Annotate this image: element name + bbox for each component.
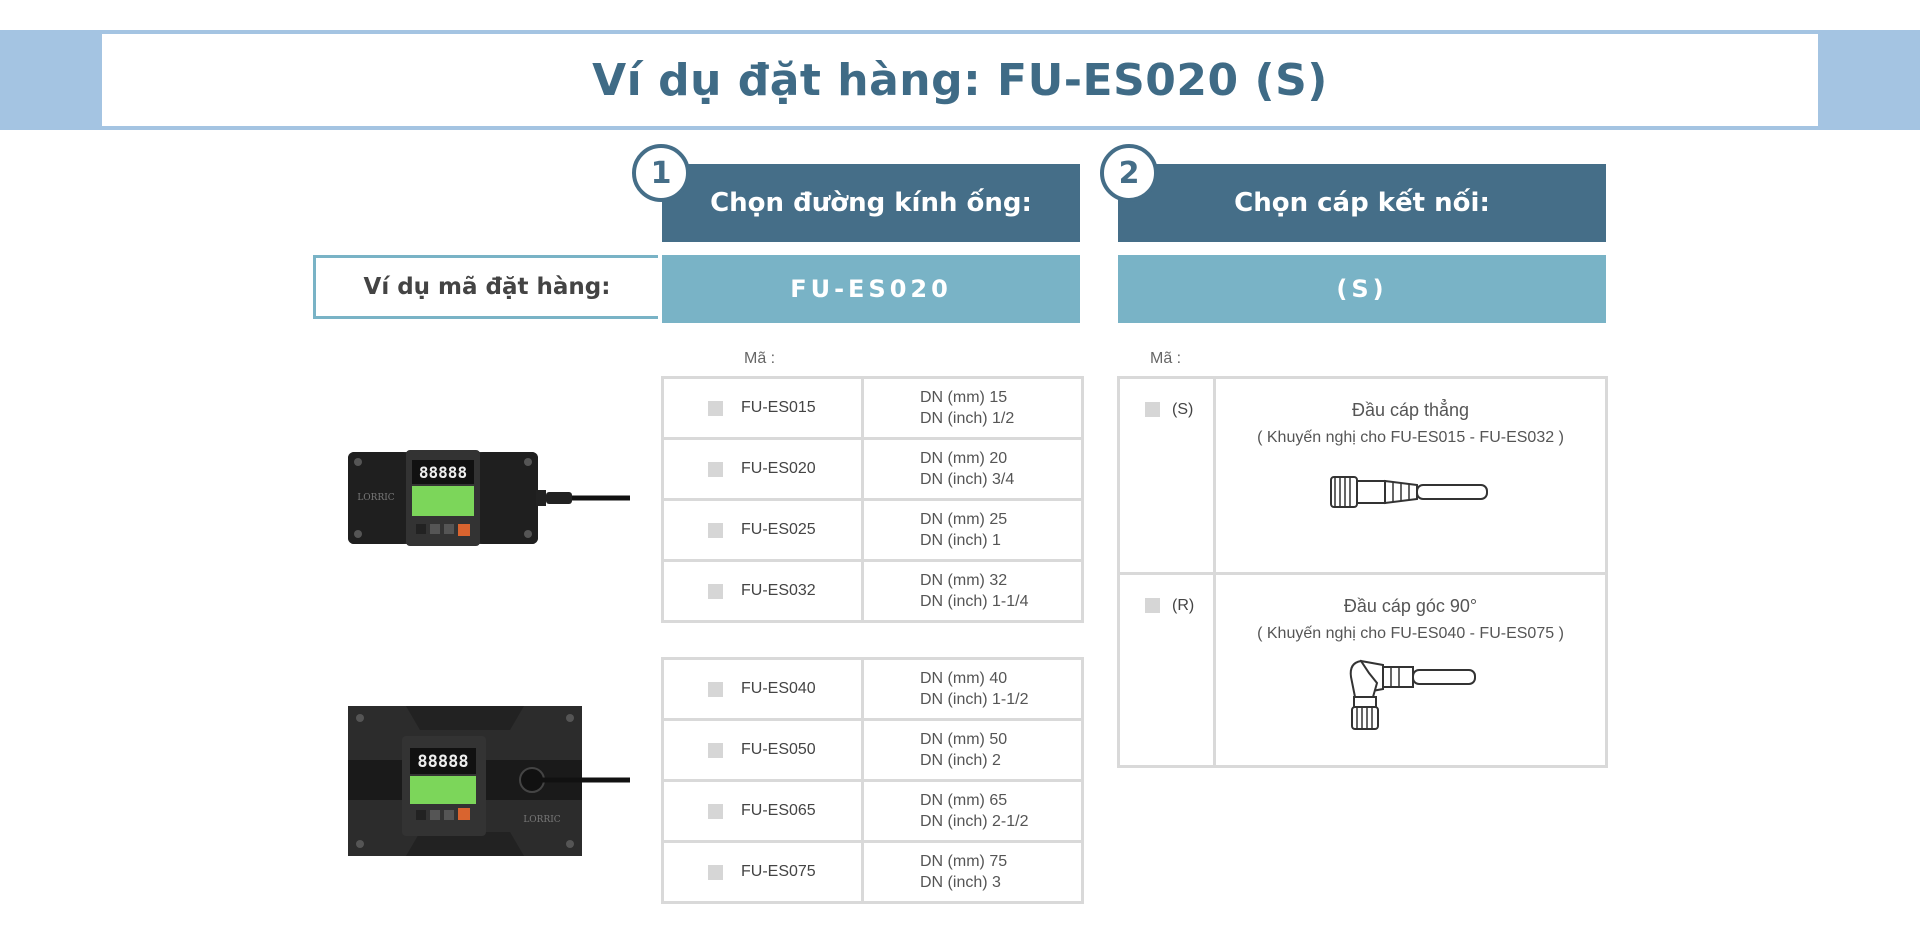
dn-mm: DN (mm) 75 — [920, 853, 1008, 870]
checkbox[interactable] — [1145, 598, 1160, 614]
checkbox[interactable] — [708, 803, 723, 819]
cable-note: ( Khuyến nghị cho FU-ES040 - FU-ES075 ) — [1257, 625, 1564, 642]
cable-table: (S) Đầu cáp thẳng ( Khuyến nghị cho FU-E… — [1117, 376, 1608, 768]
pipe-code-column-label: Mã : — [744, 350, 776, 367]
dn-inch: DN (inch) 1 — [920, 532, 1001, 549]
step-2-number-badge: 2 — [1100, 144, 1158, 202]
page-title: Ví dụ đặt hàng: FU-ES020 (S) — [592, 54, 1328, 106]
checkbox[interactable] — [708, 400, 723, 416]
dn-inch: DN (inch) 3/4 — [920, 471, 1015, 488]
pipe-code: FU-ES040 — [741, 680, 816, 697]
table-row[interactable]: (R) Đầu cáp góc 90° ( Khuyến nghị cho FU… — [1117, 572, 1608, 768]
checkbox[interactable] — [708, 742, 723, 758]
pipe-size-table-small: FU-ES015 DN (mm) 15 DN (inch) 1/2 FU-ES02… — [661, 376, 1084, 623]
pipe-code: FU-ES015 — [741, 399, 816, 416]
flowmeter-large-device-image: 88888 LORRIC — [348, 706, 630, 856]
pipe-size-table-large: FU-ES040 DN (mm) 40 DN (inch) 1-1/2 FU-ES… — [661, 657, 1084, 904]
example-code-cable: (S) — [1118, 255, 1606, 323]
checkbox[interactable] — [708, 681, 723, 697]
cable-title: Đầu cáp thẳng — [1351, 400, 1470, 420]
dn-inch: DN (inch) 1/2 — [920, 410, 1015, 427]
step-2-label: Chọn cáp kết nối: — [1234, 188, 1490, 218]
dn-inch: DN (inch) 2-1/2 — [920, 813, 1029, 830]
dn-mm: DN (mm) 25 — [920, 511, 1008, 528]
cable-note: ( Khuyến nghị cho FU-ES015 - FU-ES032 ) — [1257, 429, 1564, 446]
step-1-label: Chọn đường kính ống: — [710, 188, 1032, 218]
checkbox[interactable] — [1145, 402, 1160, 418]
dn-inch: DN (inch) 1-1/4 — [920, 593, 1029, 610]
dn-mm: DN (mm) 50 — [920, 731, 1008, 748]
pipe-code: FU-ES025 — [741, 521, 816, 538]
cable-code: (R) — [1172, 597, 1195, 614]
checkbox[interactable] — [708, 583, 723, 599]
cable-code-column-label: Mã : — [1150, 350, 1182, 367]
pipe-code: FU-ES075 — [741, 863, 816, 880]
table-row[interactable]: FU-ES032 DN (mm) 32 DN (inch) 1-1/4 — [661, 559, 1084, 623]
pipe-code: FU-ES032 — [741, 582, 816, 599]
flowmeter-small-device-image: 88888 LORRIC — [348, 450, 630, 546]
svg-text:88888: 88888 — [417, 752, 468, 772]
table-row[interactable]: FU-ES015 DN (mm) 15 DN (inch) 1/2 — [661, 376, 1084, 440]
checkbox[interactable] — [708, 461, 723, 477]
dn-inch: DN (inch) 3 — [920, 874, 1001, 891]
pipe-code: FU-ES050 — [741, 741, 816, 758]
dn-mm: DN (mm) 40 — [920, 670, 1008, 687]
dn-inch: DN (inch) 2 — [920, 752, 1001, 769]
svg-text:88888: 88888 — [419, 463, 467, 482]
table-row[interactable]: FU-ES075 DN (mm) 75 DN (inch) 3 — [661, 840, 1084, 904]
dn-inch: DN (inch) 1-1/2 — [920, 691, 1029, 708]
pipe-code: FU-ES065 — [741, 802, 816, 819]
dn-mm: DN (mm) 32 — [920, 572, 1008, 589]
step-1-header: Chọn đường kính ống: — [662, 164, 1080, 242]
example-code-pipe: FU-ES020 — [662, 255, 1080, 323]
title-banner — [102, 34, 1818, 126]
checkbox[interactable] — [708, 864, 723, 880]
cable-code: (S) — [1172, 401, 1194, 418]
dn-mm: DN (mm) 20 — [920, 450, 1008, 467]
dn-mm: DN (mm) 15 — [920, 389, 1008, 406]
step-1-number-badge: 1 — [632, 144, 690, 202]
cable-title: Đầu cáp góc 90° — [1343, 596, 1478, 616]
angled-cable-connector-image — [1349, 659, 1476, 730]
table-row[interactable]: FU-ES040 DN (mm) 40 DN (inch) 1-1/2 — [661, 657, 1084, 721]
table-row[interactable]: (S) Đầu cáp thẳng ( Khuyến nghị cho FU-E… — [1117, 376, 1608, 575]
checkbox[interactable] — [708, 522, 723, 538]
step-2-header: Chọn cáp kết nối: — [1118, 164, 1606, 242]
example-order-code-label: Ví dụ mã đặt hàng: — [313, 255, 658, 319]
table-row[interactable]: FU-ES025 DN (mm) 25 DN (inch) 1 — [661, 498, 1084, 562]
dn-mm: DN (mm) 65 — [920, 792, 1008, 809]
svg-text:LORRIC: LORRIC — [357, 493, 394, 503]
table-row[interactable]: FU-ES050 DN (mm) 50 DN (inch) 2 — [661, 718, 1084, 782]
straight-cable-connector-image — [1329, 476, 1488, 508]
svg-text:LORRIC: LORRIC — [523, 815, 560, 825]
table-row[interactable]: FU-ES020 DN (mm) 20 DN (inch) 3/4 — [661, 437, 1084, 501]
table-row[interactable]: FU-ES065 DN (mm) 65 DN (inch) 2-1/2 — [661, 779, 1084, 843]
pipe-code: FU-ES020 — [741, 460, 816, 477]
